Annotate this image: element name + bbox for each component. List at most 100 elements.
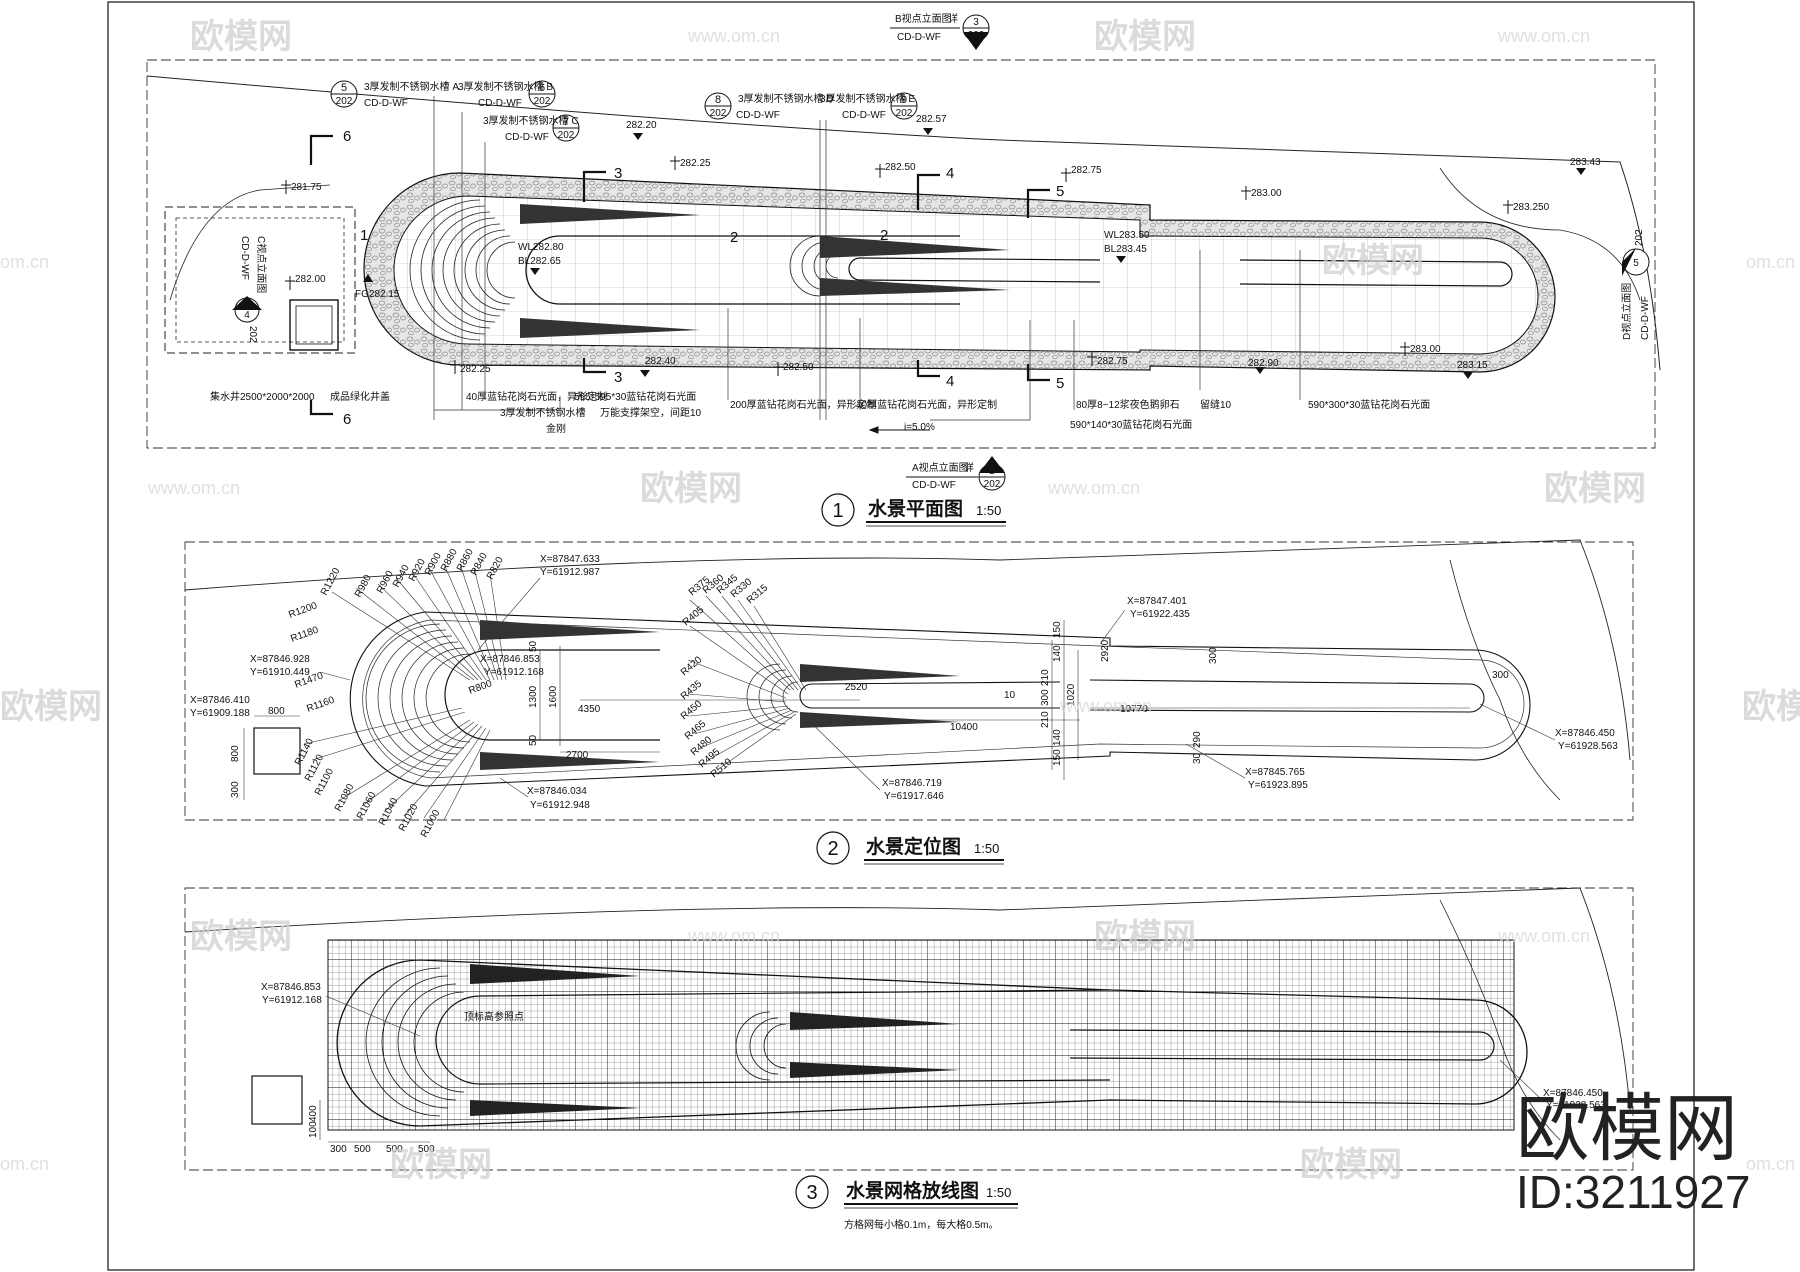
svg-text:CD-D-WF: CD-D-WF: [505, 132, 549, 143]
svg-text:1:50: 1:50: [974, 841, 999, 856]
svg-text:CD-D-WF: CD-D-WF: [239, 236, 250, 280]
site-logo: 欧模网 ID:3211927: [1516, 1086, 1750, 1218]
svg-text:1: 1: [360, 227, 368, 244]
grid-mid-wedge-bottom: [790, 1062, 960, 1078]
svg-text:282.50: 282.50: [885, 162, 916, 173]
svg-text:283.15: 283.15: [1457, 360, 1488, 371]
svg-text:Y=61912.168: Y=61912.168: [484, 667, 544, 678]
svg-text:X=87846.853: X=87846.853: [480, 654, 540, 665]
grid-title-block: 3 水景网格放线图 1:50 方格网每小格0.1m，每大格0.5m。: [795, 1175, 1018, 1231]
pos-sump-box: [253, 727, 301, 775]
svg-text:300: 300: [1040, 689, 1051, 706]
svg-text:om.cn: om.cn: [0, 252, 49, 272]
svg-text:A视点立面图: A视点立面图: [912, 461, 969, 474]
svg-text:C视点立面图: C视点立面图: [255, 236, 268, 293]
svg-text:290: 290: [1192, 731, 1203, 748]
plan-right-channel: [1239, 259, 1513, 287]
view-d-callout: 5 202 D视点立面图 CD-D-WF: [1620, 229, 1651, 340]
svg-text:140: 140: [1052, 729, 1063, 746]
grid-outline: [336, 959, 1528, 1127]
svg-text:282.75: 282.75: [1071, 165, 1102, 176]
svg-text:欧模网: 欧模网: [1322, 242, 1424, 280]
svg-text:30: 30: [1192, 752, 1203, 764]
svg-text:283.43: 283.43: [1570, 157, 1601, 168]
svg-text:4350: 4350: [578, 704, 601, 715]
grid-left-wedge-bottom: [470, 1100, 640, 1116]
svg-text:i=5.0%: i=5.0%: [904, 422, 935, 433]
pos-coord-labels: X=87847.633 Y=61912.987 X=87846.928 Y=61…: [190, 554, 1618, 811]
pos-coord-leaders: [319, 577, 1556, 798]
svg-text:Y=61912.168: Y=61912.168: [262, 995, 322, 1006]
watermark-overlay: 欧模网 欧模网 www.om.cn www.om.cn 欧模网 欧模网 www.…: [0, 18, 1800, 1184]
grid-labels: X=87846.853 Y=61912.168 顶标高参照点 X=87846.4…: [261, 982, 1606, 1111]
svg-text:282.25: 282.25: [680, 158, 711, 169]
svg-text:WL283.50: WL283.50: [1104, 230, 1150, 241]
svg-text:2700: 2700: [566, 750, 589, 761]
svg-text:9: 9: [901, 94, 907, 106]
svg-text:留缝10: 留缝10: [1200, 398, 1232, 411]
svg-text:欧模网: 欧模网: [190, 18, 292, 56]
svg-text:金刚: 金刚: [546, 422, 566, 435]
svg-text:202: 202: [247, 326, 258, 343]
svg-text:欧模网: 欧模网: [1300, 1146, 1402, 1184]
radius-label: R1220: [319, 566, 343, 598]
svg-text:Y=61912.987: Y=61912.987: [540, 567, 600, 578]
tank-callout-b: 6 202 3厚发制不锈钢水槽 B CD-D-WF: [458, 80, 556, 109]
plan-section-labels: 6 6 3 3 4 4 5 5 1 2 2: [343, 128, 1064, 428]
svg-text:水景平面图: 水景平面图: [868, 498, 963, 520]
svg-text:www.om.cn: www.om.cn: [1047, 478, 1140, 498]
svg-text:欧模网: 欧模网: [390, 1146, 492, 1184]
svg-text:CD-D-WF: CD-D-WF: [842, 110, 886, 121]
plan-sump-inner: [175, 217, 345, 343]
svg-text:CD-D-WF: CD-D-WF: [364, 98, 408, 109]
plan-water-levels: WL282.80 BL282.65 WL283.50 BL283.45: [518, 230, 1150, 275]
svg-text:10400: 10400: [950, 722, 978, 733]
svg-text:200厚蓝钻花岗石光面，异形定制: 200厚蓝钻花岗石光面，异形定制: [730, 398, 877, 411]
svg-text:BL282.65: BL282.65: [518, 256, 561, 267]
svg-text:3: 3: [614, 165, 622, 182]
svg-text:50: 50: [528, 734, 539, 746]
plan-manhole-cover: [289, 299, 339, 351]
svg-text:4: 4: [244, 310, 250, 321]
svg-text:1:50: 1:50: [976, 503, 1001, 518]
svg-text:140: 140: [1052, 645, 1063, 662]
svg-text:WL282.80: WL282.80: [518, 242, 564, 253]
grid-coord-leader: [325, 995, 1541, 1099]
grid-sump-box: [251, 1075, 303, 1125]
pos-path-curve: [1449, 559, 1561, 801]
svg-text:300: 300: [1208, 647, 1219, 664]
pos-outline: [349, 611, 1531, 787]
plan-leader-lines: [433, 96, 1301, 421]
svg-text:3厚发制不锈钢水槽 B: 3厚发制不锈钢水槽 B: [458, 80, 553, 93]
pos-left-wedge-bottom: [480, 752, 660, 770]
grid-mid-wedge-top: [790, 1012, 960, 1030]
svg-text:6: 6: [539, 82, 545, 94]
plan-elevations: 282.20 282.25 282.50 282.57 282.75 283.0…: [281, 114, 1601, 379]
view-b-callout: B视点立面图 详 CD-D-WF 3 202: [890, 12, 990, 50]
svg-text:3厚发制不锈钢水槽 E: 3厚发制不锈钢水槽 E: [820, 92, 915, 105]
pos-right-channel: [1089, 679, 1485, 713]
svg-text:www.om.cn: www.om.cn: [687, 26, 780, 46]
tank-callout-a: 5 202 3厚发制不锈钢水槽 A CD-D-WF: [330, 80, 459, 109]
svg-text:FG282.15: FG282.15: [355, 289, 400, 300]
svg-text:210: 210: [1040, 711, 1051, 728]
svg-text:欧模网: 欧模网: [190, 918, 292, 956]
radius-label: R1160: [305, 695, 336, 715]
svg-text:BL283.45: BL283.45: [1104, 244, 1147, 255]
svg-text:水景网格放线图: 水景网格放线图: [846, 1179, 979, 1202]
svg-text:282.00: 282.00: [295, 274, 326, 285]
svg-text:Y=61917.646: Y=61917.646: [884, 791, 944, 802]
svg-text:万能支撑架空，间距10: 万能支撑架空，间距10: [600, 406, 702, 419]
svg-text:Y=61910.449: Y=61910.449: [250, 667, 310, 678]
svg-text:X=87846.853: X=87846.853: [261, 982, 321, 993]
svg-text:202: 202: [710, 108, 727, 119]
svg-text:590*300*30蓝钻花岗石光面: 590*300*30蓝钻花岗石光面: [1308, 398, 1430, 411]
radius-label: R800: [467, 678, 494, 697]
svg-text:欧模网: 欧模网: [1544, 470, 1646, 508]
svg-text:www.om.cn: www.om.cn: [687, 926, 780, 946]
svg-text:283.250: 283.250: [1513, 202, 1550, 213]
svg-text:X=87846.719: X=87846.719: [882, 778, 942, 789]
radius-label: R1180: [289, 625, 320, 645]
svg-text:2920: 2920: [1100, 639, 1111, 662]
svg-text:2: 2: [730, 229, 738, 246]
